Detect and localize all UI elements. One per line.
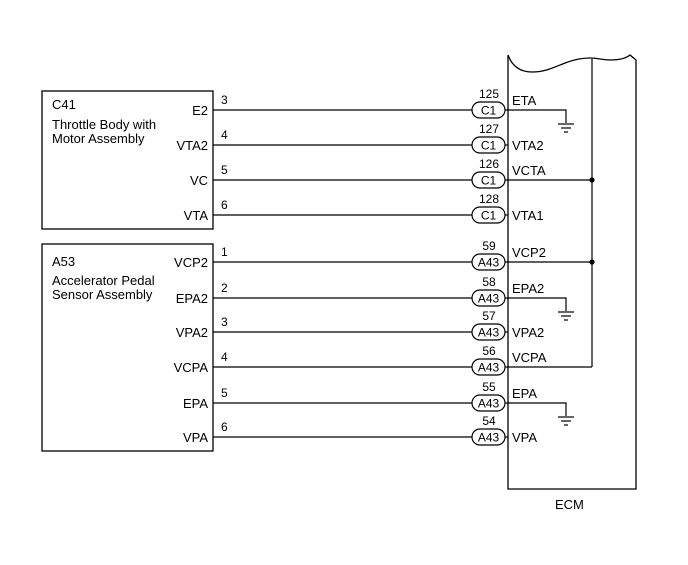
left-pin-vta2: 4 (221, 128, 228, 142)
epa-ground-icon (558, 416, 574, 426)
ecm-pin-vta: 128 (479, 192, 499, 206)
ecm-signal-eta: ETA (512, 93, 537, 108)
ecm-pin-vc: 126 (479, 157, 499, 171)
epa-ground-path (507, 402, 567, 416)
throttle-body-name-line2: Motor Assembly (52, 131, 145, 146)
ecm-signal-vta2: VTA2 (512, 138, 544, 153)
ecm-signal-vcp2: VCP2 (512, 245, 546, 260)
left-pin-vcp2: 1 (221, 245, 228, 259)
ecm-label: ECM (555, 497, 584, 512)
ecm-pin-e2: 125 (479, 87, 499, 101)
throttle-body-code: C41 (52, 97, 76, 112)
ecm-signal-vta1: VTA1 (512, 208, 544, 223)
ecm-box (507, 54, 637, 490)
ecm-signal-vpa2: VPA2 (512, 325, 544, 340)
ecm-pin-vta2: 127 (479, 122, 499, 136)
left-pin-epa: 5 (221, 386, 228, 400)
left-signal-vcpa: VCPA (174, 360, 209, 375)
epa2-ground-path (507, 297, 567, 311)
connector-label-vpa2: A43 (478, 326, 500, 340)
ecm-signal-vpa: VPA (512, 430, 537, 445)
left-pin-vc: 5 (221, 163, 228, 177)
connector-label-vta: C1 (481, 209, 497, 223)
pedal-sensor-name-line2: Sensor Assembly (52, 287, 153, 302)
ecm-pin-vpa2: 57 (482, 309, 496, 323)
throttle-body-box (41, 90, 214, 230)
pedal-sensor-code: A53 (52, 254, 75, 269)
connector-label-vpa: A43 (478, 431, 500, 445)
ecm-signal-epa: EPA (512, 386, 537, 401)
connector-label-vta2: C1 (481, 139, 497, 153)
ecm-signal-epa2: EPA2 (512, 281, 544, 296)
left-signal-vpa: VPA (183, 430, 208, 445)
left-signal-vta: VTA (184, 208, 209, 223)
left-signal-epa: EPA (183, 396, 208, 411)
left-pin-vcpa: 4 (221, 350, 228, 364)
ecm-signal-vcta: VCTA (512, 163, 546, 178)
throttle-body-name-line1: Throttle Body with (52, 117, 156, 132)
connector-label-vcp2: A43 (478, 256, 500, 270)
left-signal-epa2: EPA2 (176, 291, 208, 306)
ecm-pin-epa2: 58 (482, 275, 496, 289)
left-signal-vcp2: VCP2 (174, 255, 208, 270)
left-signal-vta2: VTA2 (176, 138, 208, 153)
pedal-sensor-name-line1: Accelerator Pedal (52, 273, 155, 288)
connector-label-epa2: A43 (478, 292, 500, 306)
connector-label-vcpa: A43 (478, 361, 500, 375)
ecm-pin-vcpa: 56 (482, 344, 496, 358)
left-pin-epa2: 2 (221, 281, 228, 295)
pedal-sensor-box (41, 243, 214, 452)
left-pin-e2: 3 (221, 93, 228, 107)
connector-label-epa: A43 (478, 397, 500, 411)
left-pin-vpa: 6 (221, 420, 228, 434)
eta-ground-path (507, 109, 567, 123)
ecm-pin-vpa: 54 (482, 414, 496, 428)
left-signal-vc: VC (190, 173, 208, 188)
ecm-signal-vcpa: VCPA (512, 350, 547, 365)
eta-ground-icon (558, 123, 574, 133)
ecm-pin-vcp2: 59 (482, 239, 496, 253)
left-pin-vpa2: 3 (221, 315, 228, 329)
left-signal-vpa2: VPA2 (176, 325, 208, 340)
connector-label-vc: C1 (481, 174, 497, 188)
epa2-ground-icon (558, 311, 574, 321)
left-signal-e2: E2 (192, 103, 208, 118)
ecm-pin-epa: 55 (482, 380, 496, 394)
connector-label-e2: C1 (481, 104, 497, 118)
left-pin-vta: 6 (221, 198, 228, 212)
